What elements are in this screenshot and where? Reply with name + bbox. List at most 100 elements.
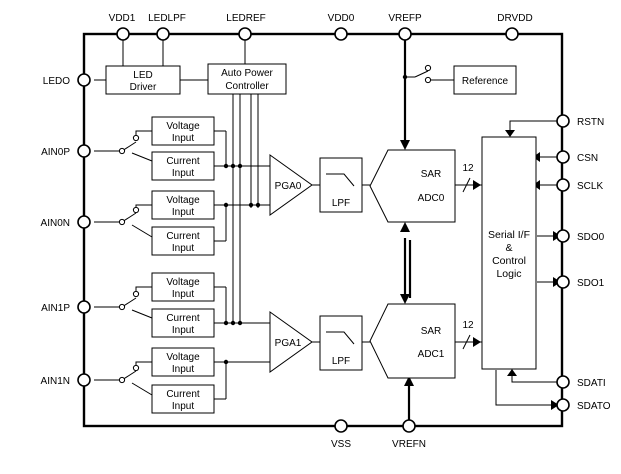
pin-ain0p xyxy=(77,144,91,158)
lowpass-response-icon xyxy=(326,173,355,187)
voltage-input-label-2: Input xyxy=(172,133,194,144)
pin-ledo xyxy=(77,73,91,87)
auto-power-label-line1: Auto Power xyxy=(221,68,273,79)
lpf1-label: LPF xyxy=(332,356,350,367)
reference-block: Reference xyxy=(453,65,517,95)
led-driver-block: LED Driver xyxy=(105,65,181,95)
reference-buses xyxy=(403,34,412,426)
adc0-label-line1: SAR xyxy=(421,169,442,180)
voltage-input-label-2: Input xyxy=(172,289,194,300)
adc1-label-line1: SAR xyxy=(421,326,442,337)
adc0-label-line2: ADC0 xyxy=(418,193,445,204)
pin-ain0n xyxy=(77,215,91,229)
pin-label-vss: VSS xyxy=(331,439,351,450)
serial-label-line1: Serial I/F xyxy=(488,229,530,241)
pga0-label: PGA0 xyxy=(275,181,302,192)
internal-wiring xyxy=(94,34,563,406)
pin-ain1p xyxy=(77,300,91,314)
serial-label-line4: Logic xyxy=(496,268,521,280)
bus-width-label-1: 12 xyxy=(462,320,474,331)
pin-labels: VDD1 LEDLPF LEDREF VDD0 VREFP DRVDD LEDO… xyxy=(41,13,611,450)
led-driver-label-line1: LED xyxy=(133,70,152,81)
junction-dots xyxy=(223,74,408,365)
pin-ledref xyxy=(238,27,252,41)
pin-sdo1 xyxy=(556,275,570,289)
reference-label: Reference xyxy=(462,76,509,87)
pin-sdo0 xyxy=(556,229,570,243)
serial-control-logic-block: Serial I/F & Control Logic xyxy=(481,136,537,370)
pin-vss xyxy=(334,419,348,433)
pin-drvdd xyxy=(505,27,519,41)
current-input-label: Current xyxy=(166,313,200,324)
pin-label-csn: CSN xyxy=(577,153,598,164)
current-input-label-2: Input xyxy=(172,168,194,179)
led-driver-label-line2: Driver xyxy=(130,82,157,93)
switch-contacts xyxy=(118,64,432,384)
pin-label-ain0n: AIN0N xyxy=(41,218,70,229)
pga0-amplifier: PGA0 xyxy=(269,154,313,216)
pin-sdati xyxy=(556,375,570,389)
adc1-label-line2: ADC1 xyxy=(418,349,445,360)
pin-label-sdato: SDATO xyxy=(577,401,611,412)
voltage-input-label-2: Input xyxy=(172,364,194,375)
auto-power-controller-block: Auto Power Controller xyxy=(207,63,287,95)
input-1n-voltage: Voltage Input xyxy=(151,347,215,377)
lpf0-block: LPF xyxy=(319,157,363,213)
input-1n-current: Current Input xyxy=(151,384,215,414)
pin-label-drvdd: DRVDD xyxy=(497,13,532,24)
adc1-block: SAR ADC1 xyxy=(369,303,456,379)
pin-vdd0 xyxy=(334,27,348,41)
voltage-input-label: Voltage xyxy=(166,195,200,206)
current-input-label: Current xyxy=(166,389,200,400)
voltage-input-label: Voltage xyxy=(166,121,200,132)
serial-label-line2: & xyxy=(505,242,512,254)
pin-label-ledref: LEDREF xyxy=(226,13,265,24)
pin-label-sdo1: SDO1 xyxy=(577,278,605,289)
pin-label-sdo0: SDO0 xyxy=(577,232,605,243)
input-0n-current: Current Input xyxy=(151,226,215,256)
pin-sdato xyxy=(556,398,570,412)
pin-sclk xyxy=(556,178,570,192)
pin-label-vrefp: VREFP xyxy=(388,13,422,24)
pin-ledlpf xyxy=(156,27,170,41)
pin-label-ledo: LEDO xyxy=(43,76,70,87)
pga1-amplifier: PGA1 xyxy=(269,311,313,373)
input-0p-voltage: Voltage Input xyxy=(151,116,215,146)
pin-label-rstn: RSTN xyxy=(577,117,604,128)
current-input-label: Current xyxy=(166,156,200,167)
pin-ain1n xyxy=(77,373,91,387)
lpf0-label: LPF xyxy=(332,198,350,209)
pin-label-vdd0: VDD0 xyxy=(328,13,355,24)
auto-power-label-line2: Controller xyxy=(225,81,269,92)
input-1p-current: Current Input xyxy=(151,308,215,338)
pin-label-ledlpf: LEDLPF xyxy=(148,13,186,24)
pin-csn xyxy=(556,150,570,164)
current-input-label-2: Input xyxy=(172,243,194,254)
adc0-block: SAR ADC0 xyxy=(369,149,456,223)
pin-label-vrefn: VREFN xyxy=(392,439,426,450)
bus-width-label-0: 12 xyxy=(462,163,474,174)
voltage-input-label: Voltage xyxy=(166,352,200,363)
pga1-label: PGA1 xyxy=(275,338,302,349)
pin-label-ain1p: AIN1P xyxy=(41,303,70,314)
input-0n-voltage: Voltage Input xyxy=(151,190,215,220)
input-1p-voltage: Voltage Input xyxy=(151,272,215,302)
pin-label-sclk: SCLK xyxy=(577,181,603,192)
current-input-label-2: Input xyxy=(172,325,194,336)
serial-label-line3: Control xyxy=(492,255,526,267)
pin-label-sdati: SDATI xyxy=(577,378,606,389)
pin-vrefp xyxy=(398,27,412,41)
pin-vrefn xyxy=(402,419,416,433)
voltage-input-label-2: Input xyxy=(172,207,194,218)
arrowheads xyxy=(400,130,561,410)
lowpass-response-icon xyxy=(326,331,355,345)
pin-vdd1 xyxy=(116,27,130,41)
lpf1-block: LPF xyxy=(319,315,363,371)
current-input-label: Current xyxy=(166,231,200,242)
voltage-input-label: Voltage xyxy=(166,277,200,288)
input-0p-current: Current Input xyxy=(151,151,215,181)
pin-label-ain0p: AIN0P xyxy=(41,147,70,158)
pin-label-ain1n: AIN1N xyxy=(41,376,70,387)
pin-rstn xyxy=(556,114,570,128)
